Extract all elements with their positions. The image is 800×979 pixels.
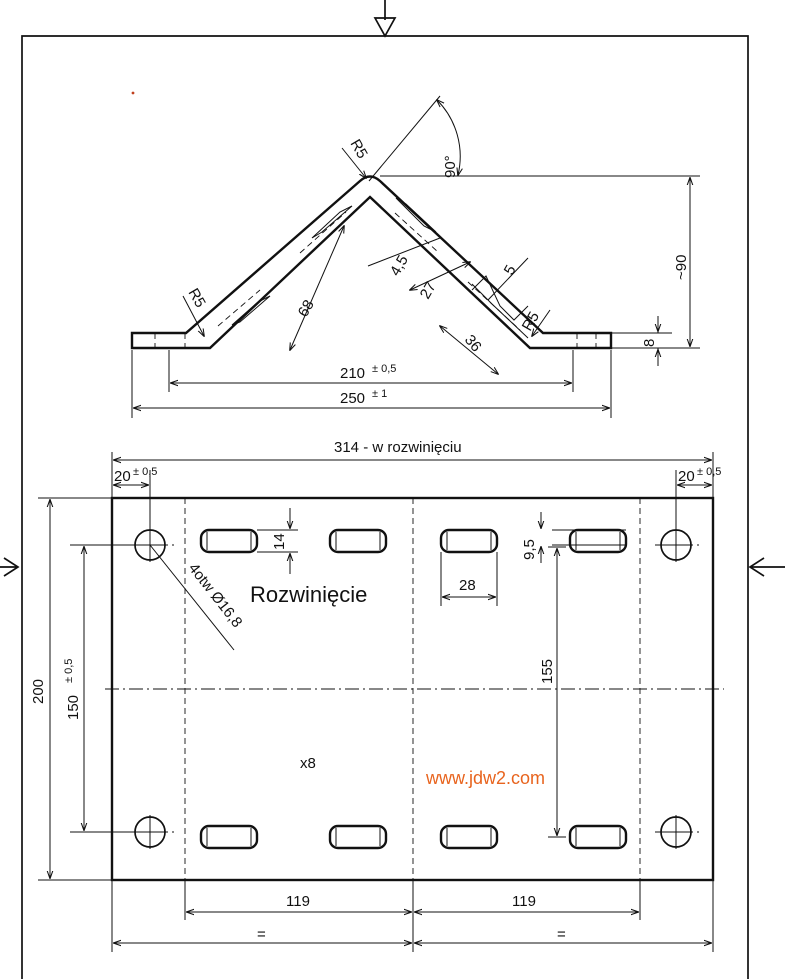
dim-8: 8 bbox=[641, 339, 658, 347]
tol-250: ± 1 bbox=[372, 388, 387, 400]
dim-250: 250 bbox=[340, 390, 365, 407]
overall-length: 314 - w rozwinięciu bbox=[334, 439, 462, 456]
hole-spacing: 150 bbox=[65, 695, 82, 720]
hole-spacing-tol: ± 0,5 bbox=[63, 659, 75, 683]
slot-length: 28 bbox=[459, 577, 476, 594]
slot bbox=[328, 824, 388, 850]
edge-offset-right: 20 bbox=[678, 468, 695, 485]
watermark: www.jdw2.com bbox=[425, 768, 545, 788]
equal-left: = bbox=[257, 926, 266, 943]
slot bbox=[328, 528, 388, 554]
flat-view-dimensions: Rozwinięcie 314 - w rozwinięciu 20 ± 0,5… bbox=[30, 439, 721, 952]
slot-count: x8 bbox=[300, 755, 316, 772]
bottom-left-dim: 119 bbox=[286, 893, 310, 910]
edge-offset-right-tol: ± 0,5 bbox=[697, 466, 721, 478]
slot-offset: 9,5 bbox=[521, 539, 538, 560]
slot bbox=[568, 528, 628, 554]
slot bbox=[439, 528, 499, 554]
slot bbox=[199, 824, 259, 850]
angle-label: 90° bbox=[442, 155, 459, 178]
dim-approx-90: ~90 bbox=[673, 255, 690, 280]
bottom-right-dim: 119 bbox=[512, 893, 536, 910]
slot-height: 14 bbox=[271, 533, 288, 550]
slot bbox=[199, 528, 259, 554]
dim-4-5: 4,5 bbox=[387, 252, 412, 279]
dim-27: 27 bbox=[417, 279, 440, 302]
top-view-dimensions: 90° R5 R5 R5 68 4,5 27 5 36 ~90 8 bbox=[131, 95, 700, 418]
edge-offset-left-tol: ± 0,5 bbox=[133, 466, 157, 478]
flat-view-title: Rozwinięcie bbox=[250, 582, 367, 607]
hole-note: 4otw Ø16,8 bbox=[185, 560, 246, 631]
dim-210: 210 bbox=[340, 365, 365, 382]
equal-right: = bbox=[557, 926, 566, 943]
edge-offset-left: 20 bbox=[114, 468, 131, 485]
slots bbox=[199, 528, 628, 850]
tol-210: ± 0,5 bbox=[372, 363, 396, 375]
slot-spacing: 155 bbox=[539, 659, 556, 684]
dim-36: 36 bbox=[461, 332, 485, 356]
flat-pattern-outline bbox=[105, 496, 724, 882]
slot bbox=[568, 824, 628, 850]
dim-5: 5 bbox=[501, 262, 520, 278]
dim-68: 68 bbox=[295, 297, 318, 320]
slot bbox=[439, 824, 499, 850]
flat-height: 200 bbox=[30, 679, 47, 704]
